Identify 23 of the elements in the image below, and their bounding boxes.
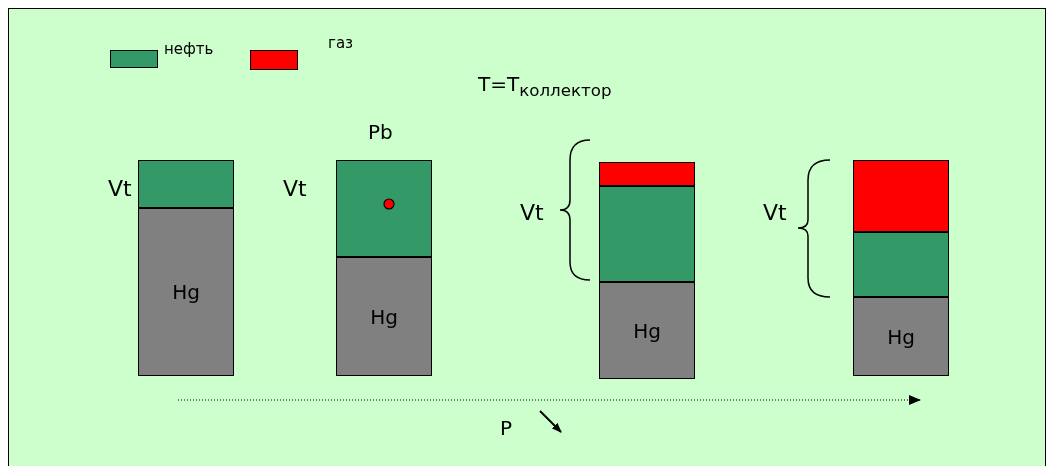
pressure-label: P xyxy=(500,416,513,440)
legend-label: газ xyxy=(328,34,354,52)
layer-label: Hg xyxy=(887,324,915,349)
mercury-layer xyxy=(853,297,949,376)
volume-label: Vt xyxy=(108,176,132,201)
volume-label: Vt xyxy=(520,200,544,225)
gas-layer xyxy=(853,160,949,232)
layer-label: Hg xyxy=(370,304,398,329)
gas-layer xyxy=(599,162,695,186)
oil-layer xyxy=(853,232,949,297)
legend-label: нефть xyxy=(164,40,214,58)
volume-label: Vt xyxy=(283,176,307,201)
mercury-layer xyxy=(336,257,432,376)
oil-layer xyxy=(599,186,695,282)
mercury-layer xyxy=(138,208,234,376)
layer-label: Hg xyxy=(633,318,661,343)
oil-layer xyxy=(138,160,234,208)
volume-label: Vt xyxy=(763,200,787,225)
mercury-layer xyxy=(599,282,695,379)
layer-label: Hg xyxy=(172,280,200,304)
bubble-point-label: Pb xyxy=(368,120,393,144)
temperature-label: T=T$_{коллектор}$ xyxy=(478,72,612,100)
oil-layer xyxy=(336,160,432,257)
